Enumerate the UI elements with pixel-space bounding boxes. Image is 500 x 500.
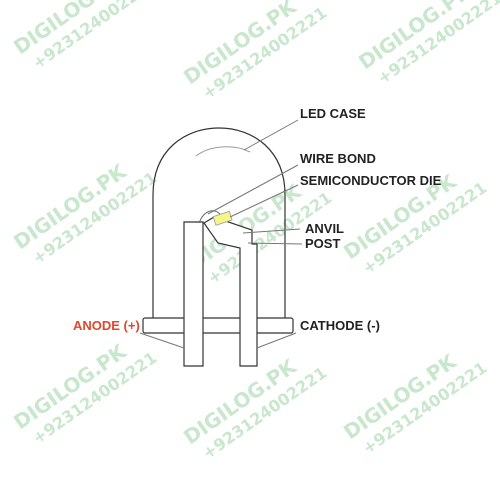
leader-anvil xyxy=(242,228,301,234)
leader-lines xyxy=(139,119,303,349)
wire-bond xyxy=(198,210,221,224)
semiconductor-die xyxy=(212,210,233,226)
cathode-lead-anvil xyxy=(203,216,258,367)
leader-wire-bond xyxy=(207,164,299,215)
label-cathode: CATHODE (-) xyxy=(300,318,380,333)
leader-cathode xyxy=(256,332,297,349)
label-anvil: ANVIL xyxy=(305,221,344,236)
anode-lead xyxy=(183,221,204,367)
label-led-case: LED CASE xyxy=(300,106,366,121)
label-post: POST xyxy=(305,236,340,251)
label-anode: ANODE (+) xyxy=(73,318,140,333)
watermark: DIGILOG.PK +923124002221 DIGILOG.PK +923… xyxy=(9,0,500,463)
leader-anode xyxy=(139,332,185,349)
label-semiconductor-die: SEMICONDUCTOR DIE xyxy=(300,173,442,188)
lens-highlight xyxy=(195,146,251,157)
leader-post xyxy=(247,242,303,245)
leader-led-case xyxy=(243,119,299,151)
led-body xyxy=(142,127,294,367)
leader-semiconductor-die xyxy=(229,184,299,218)
labels: LED CASE WIRE BOND SEMICONDUCTOR DIE ANV… xyxy=(73,106,442,333)
led-case-outline xyxy=(152,127,286,318)
label-wire-bond: WIRE BOND xyxy=(300,151,376,166)
led-flange xyxy=(142,317,294,334)
